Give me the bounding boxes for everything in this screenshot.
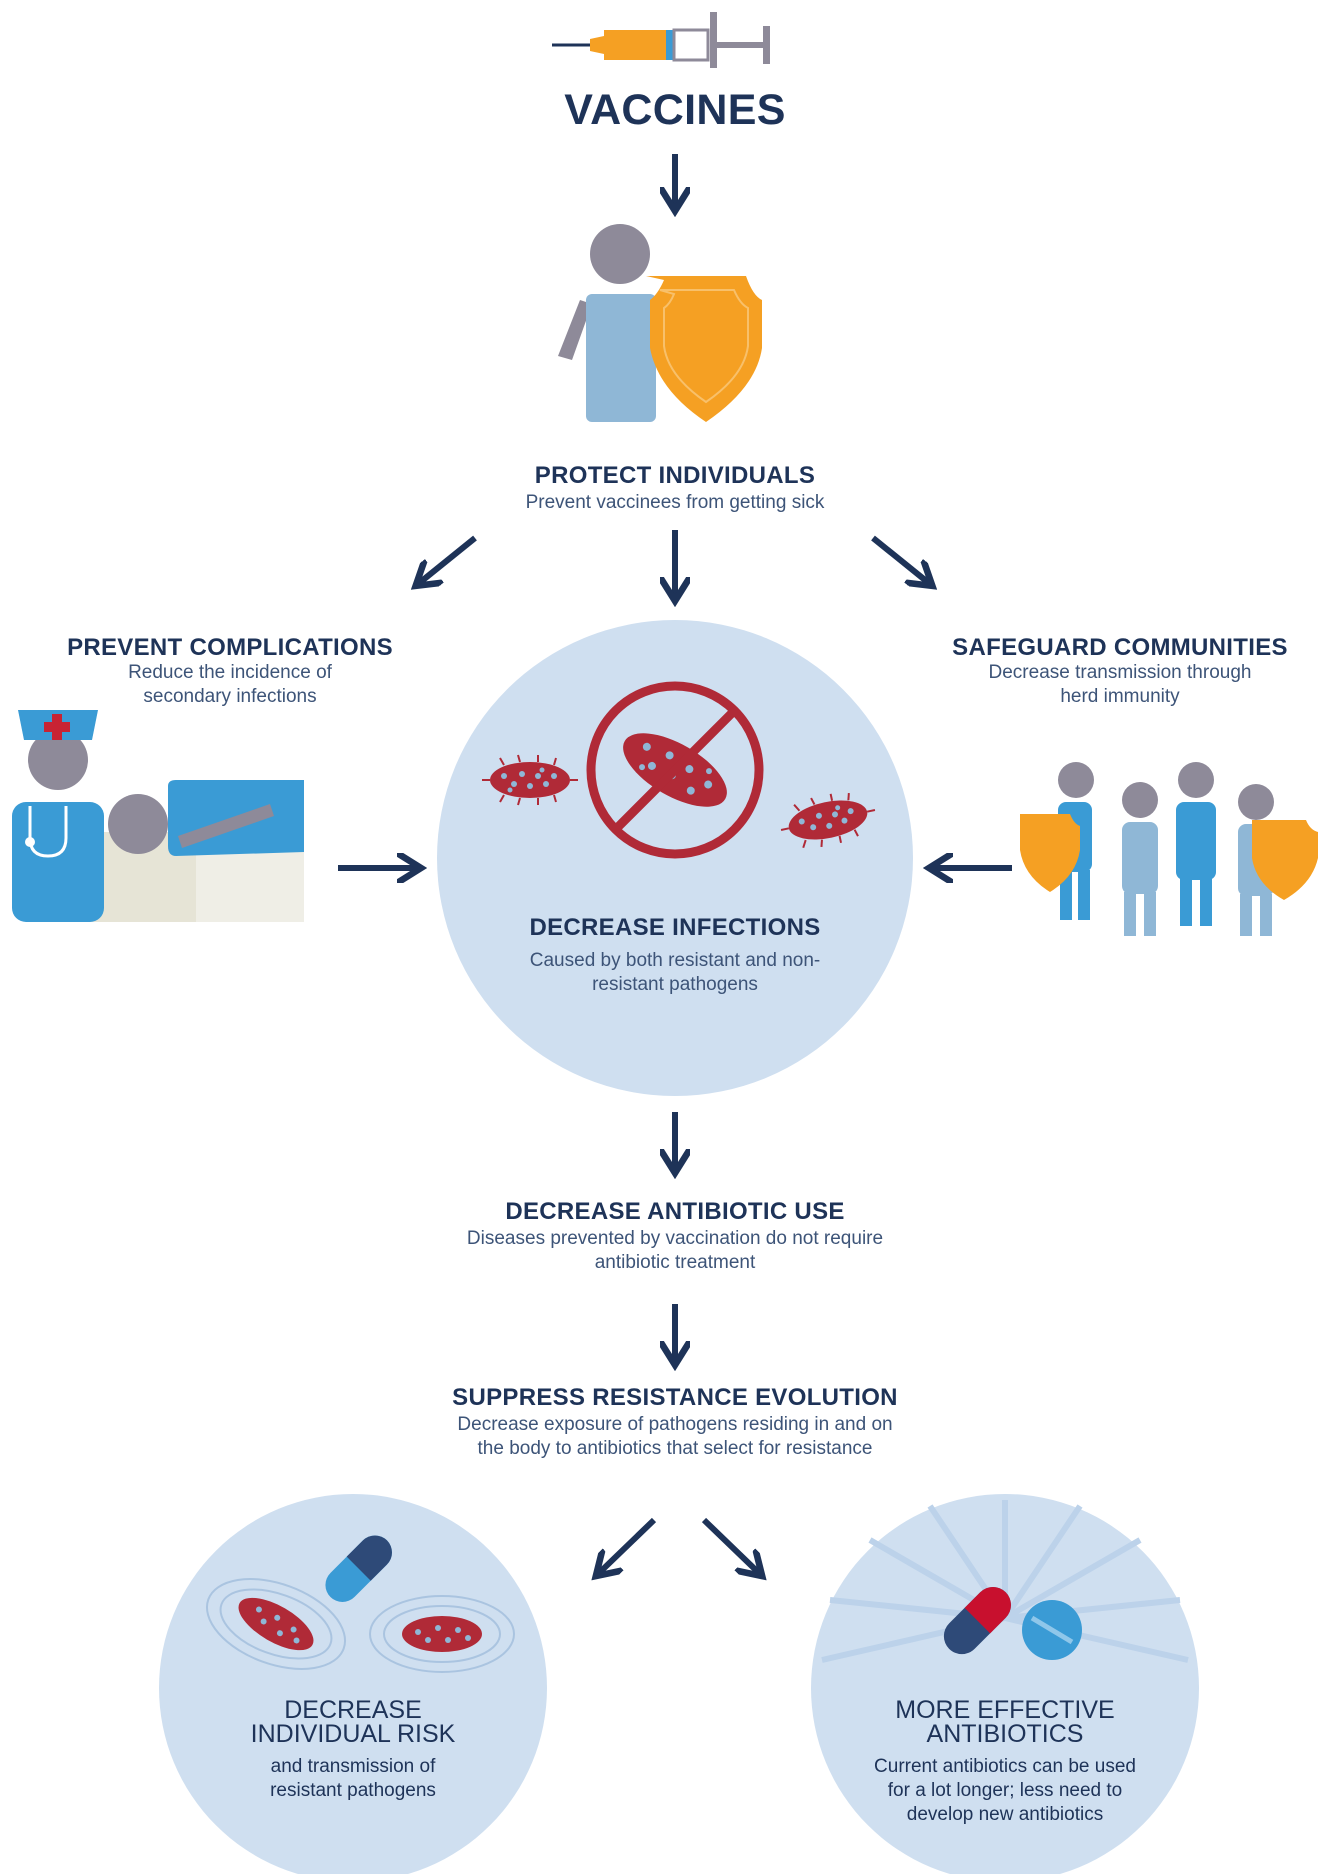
antibiotic-sub-1: Diseases prevented by vaccination do not…: [466, 1228, 884, 1249]
effective-sub-1: Current antibiotics can be used: [874, 1756, 1136, 1777]
syringe-icon: [552, 12, 770, 68]
complications-sub-1: Reduce the incidence of: [128, 662, 332, 683]
infections-sub-2: resistant pathogens: [592, 974, 758, 995]
infections-title: DECREASE INFECTIONS: [529, 914, 821, 941]
resistance-sub-2: the body to antibiotics that select for …: [477, 1438, 873, 1459]
resistance-title: SUPPRESS RESISTANCE EVOLUTION: [452, 1384, 898, 1411]
antibiotic-title: DECREASE ANTIBIOTIC USE: [505, 1198, 845, 1225]
risk-title-2: INDIVIDUAL RISK: [250, 1720, 456, 1748]
vaccines-title: VACCINES: [564, 86, 786, 134]
no-bacteria-icon: [586, 681, 764, 859]
protect-sub: Prevent vaccinees from getting sick: [525, 492, 825, 513]
protect-title: PROTECT INDIVIDUALS: [534, 462, 816, 489]
effective-title-1: MORE EFFECTIVE: [895, 1696, 1115, 1724]
pills-icon: [943, 1587, 1082, 1660]
protected-person-icon: [558, 224, 762, 422]
risk-sub-2: resistant pathogens: [270, 1780, 436, 1801]
communities-title: SAFEGUARD COMMUNITIES: [952, 634, 1288, 661]
risk-title-1: DECREASE: [284, 1696, 422, 1724]
effective-sub-2: for a lot longer; less need to: [887, 1780, 1123, 1801]
bacteria-left-icon: [482, 754, 578, 806]
resistance-sub-1: Decrease exposure of pathogens residing …: [457, 1414, 893, 1435]
complications-sub-2: secondary infections: [143, 686, 317, 707]
communities-sub-2: herd immunity: [1060, 686, 1180, 707]
bacteria-right-icon: [780, 793, 876, 849]
antibiotic-sub-2: antibiotic treatment: [594, 1252, 756, 1273]
communities-sub-1: Decrease transmission through: [988, 662, 1252, 683]
community-group-icon: [1020, 762, 1318, 936]
risk-bacteria-icon: [205, 1535, 515, 1673]
complications-title: PREVENT COMPLICATIONS: [67, 634, 393, 661]
effective-title-2: ANTIBIOTICS: [926, 1720, 1084, 1748]
risk-sub-1: and transmission of: [270, 1756, 436, 1777]
effective-sub-3: develop new antibiotics: [906, 1804, 1104, 1825]
hospital-scene-icon: [12, 710, 304, 922]
infections-sub-1: Caused by both resistant and non-: [529, 950, 821, 971]
